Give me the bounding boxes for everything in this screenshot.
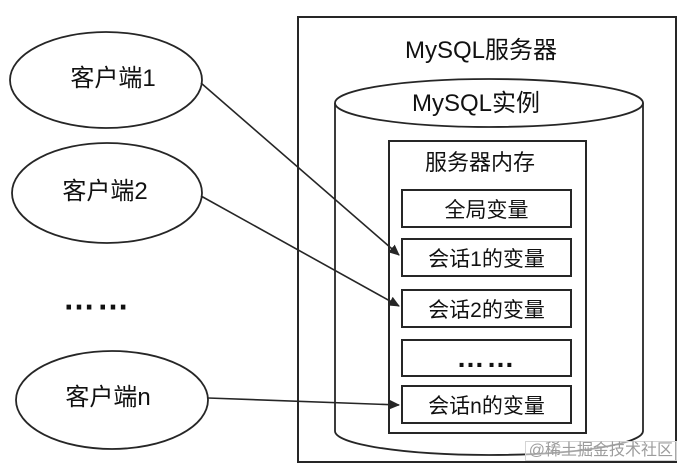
session1-variables-label: 会话1的变量	[428, 247, 545, 271]
sessionn-variables-label: 会话n的变量	[428, 394, 545, 418]
client2-label: 客户端2	[62, 177, 148, 205]
session1-variables-box: 会话1的变量	[401, 238, 572, 277]
clients-ellipsis-label: ……	[63, 280, 131, 317]
global-variables-box: 全局变量	[401, 189, 572, 228]
mysql-instance-title: MySQL实例	[411, 89, 541, 117]
session2-variables-label: 会话2的变量	[428, 298, 545, 322]
sessions-ellipsis-label: ……	[456, 342, 517, 373]
server-memory-title: 服务器内存	[424, 149, 536, 175]
sessions-ellipsis-box: ……	[401, 339, 572, 377]
client1-label: 客户端1	[70, 64, 156, 92]
watermark: @稀土掘金技术社区	[524, 441, 677, 461]
clientn-label: 客户端n	[65, 383, 151, 411]
mysql-server-title: MySQL服务器	[404, 36, 558, 64]
session2-variables-box: 会话2的变量	[401, 289, 572, 328]
global-variables-label: 全局变量	[444, 198, 529, 222]
sessionn-variables-box: 会话n的变量	[401, 385, 572, 424]
